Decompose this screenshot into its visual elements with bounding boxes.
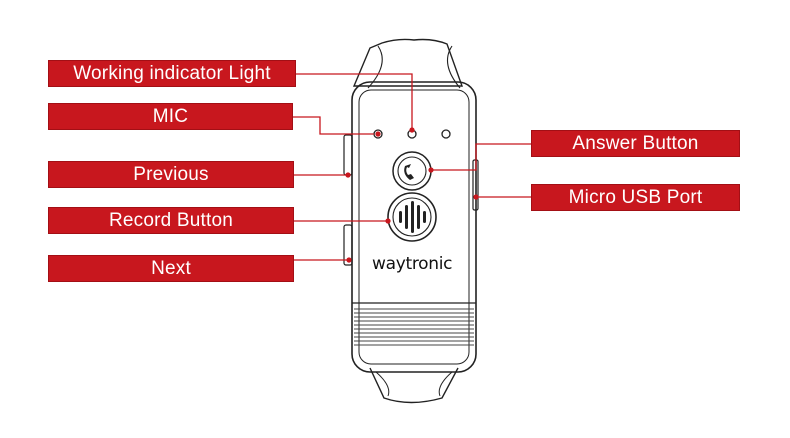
- leader-dot-mic: [375, 131, 381, 137]
- leader-dot-answer: [428, 167, 434, 173]
- leader-answer: [431, 143, 531, 171]
- leader-dot-usb: [473, 194, 479, 200]
- record-button-icon: [387, 192, 437, 242]
- label-answer-button: Answer Button: [531, 130, 740, 157]
- leader-dot-record: [385, 218, 391, 224]
- answer-button-icon: [392, 151, 432, 191]
- label-record-button: Record Button: [48, 207, 294, 234]
- leader-lines: [293, 73, 531, 261]
- leader-dot-next: [346, 257, 352, 263]
- label-previous: Previous: [48, 161, 294, 188]
- label-working-indicator-light: Working indicator Light: [48, 60, 296, 87]
- leader-dot-working: [409, 127, 415, 133]
- grip-ribs: [354, 308, 474, 346]
- mic-hole-right-icon: [441, 129, 451, 139]
- leader-dot-previous: [345, 172, 351, 178]
- leader-mic: [293, 116, 374, 135]
- brand-logo: waytronic: [372, 254, 453, 274]
- recorder-body: [343, 38, 479, 404]
- label-micro-usb-port: Micro USB Port: [531, 184, 740, 211]
- label-mic: MIC: [48, 103, 293, 130]
- leader-working-indicator: [296, 73, 413, 130]
- label-next: Next: [48, 255, 294, 282]
